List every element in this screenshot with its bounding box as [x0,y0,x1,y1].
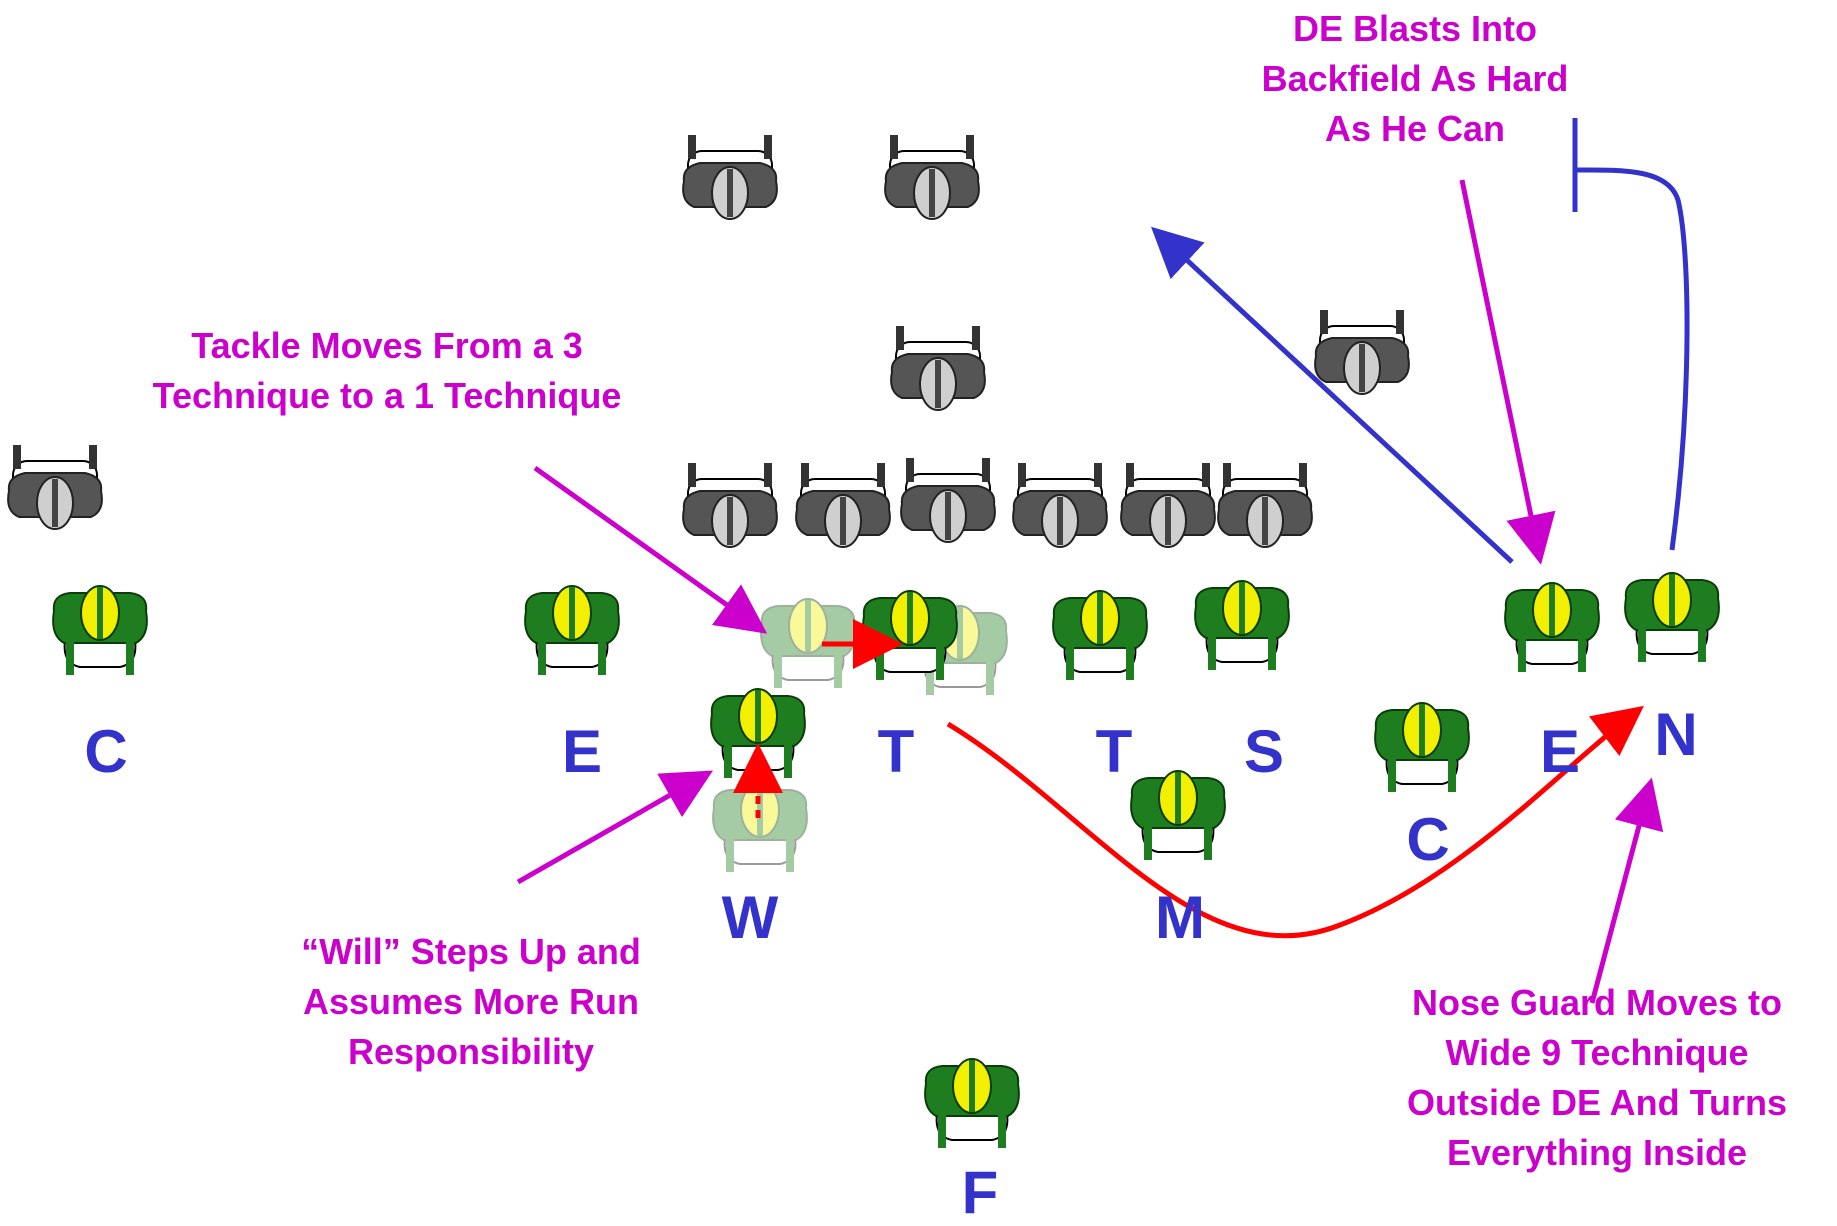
defender-nose [1624,572,1720,663]
de-blast-arrow [1151,226,1514,564]
position-label-t-left: T [877,718,915,785]
annotation-line: As He Can [1324,108,1506,149]
annotation-line: Wide 9 Technique [1445,1032,1749,1073]
offense-tight-end [1217,462,1313,548]
position-label-c-left: C [84,718,128,785]
defender-corner-right [1374,702,1470,793]
nose-guard-path-arrow [946,705,1644,939]
offense-tight-end-wing [1314,309,1410,395]
annotation-line: Backfield As Hard [1261,58,1569,99]
annotation-line: Everything Inside [1446,1132,1748,1173]
nose-annotation-arrow [1589,777,1664,1004]
defender-mike [1130,770,1226,861]
offense-center [900,457,996,543]
annotation-line: “Will” Steps Up and [301,931,641,972]
offense-fullback [890,325,986,411]
offense-receiver-left [7,444,103,530]
annotation-line: Nose Guard Moves to [1411,982,1783,1023]
annotation-line: Tackle Moves From a 3 [191,325,583,366]
offense-right-guard [1012,462,1108,548]
defender-end-right [1504,582,1600,673]
offense-back-left [682,134,778,220]
annotation-tackle-moves: Tackle Moves From a 3 Technique to a 1 T… [92,321,682,421]
position-label-s: S [1243,718,1285,785]
defender-tackle-left [862,590,958,681]
annotation-de-blasts: DE Blasts Into Backfield As Hard As He C… [1193,4,1637,154]
offense-left-guard [795,462,891,548]
defender-tackle-right [1052,590,1148,681]
position-label-c-right: C [1406,806,1450,873]
annotation-line: Assumes More Run [302,981,640,1022]
position-label-n: N [1654,701,1698,768]
position-label-e-left: E [561,718,603,785]
tackle-annotation-arrow [533,465,768,634]
will-annotation-arrow [516,770,714,885]
position-label-t-right: T [1095,718,1133,785]
defender-sam [1194,580,1290,671]
annotation-line: Technique to a 1 Technique [152,375,622,416]
defender-will [710,688,806,779]
nose-contain-line [1574,167,1690,551]
position-label-e-right: E [1539,718,1581,785]
de-annotation-arrow [1459,179,1556,565]
offense-right-tackle [1120,462,1216,548]
defender-free-safety [924,1058,1020,1149]
position-label-m: M [1155,884,1205,951]
defender-corner-left [52,585,148,676]
position-label-w: W [721,884,779,951]
annotation-line: Responsibility [347,1031,595,1072]
offense-left-tackle [682,462,778,548]
offense-back-right [884,134,980,220]
defender-end-left [524,585,620,676]
annotation-nose-guard: Nose Guard Moves to Wide 9 Technique Out… [1362,978,1832,1178]
annotation-line: Outside DE And Turns [1406,1082,1787,1123]
annotation-line: DE Blasts Into [1292,8,1538,49]
annotation-will-steps: “Will” Steps Up and Assumes More Run Res… [232,927,710,1077]
position-label-f: F [961,1159,999,1226]
